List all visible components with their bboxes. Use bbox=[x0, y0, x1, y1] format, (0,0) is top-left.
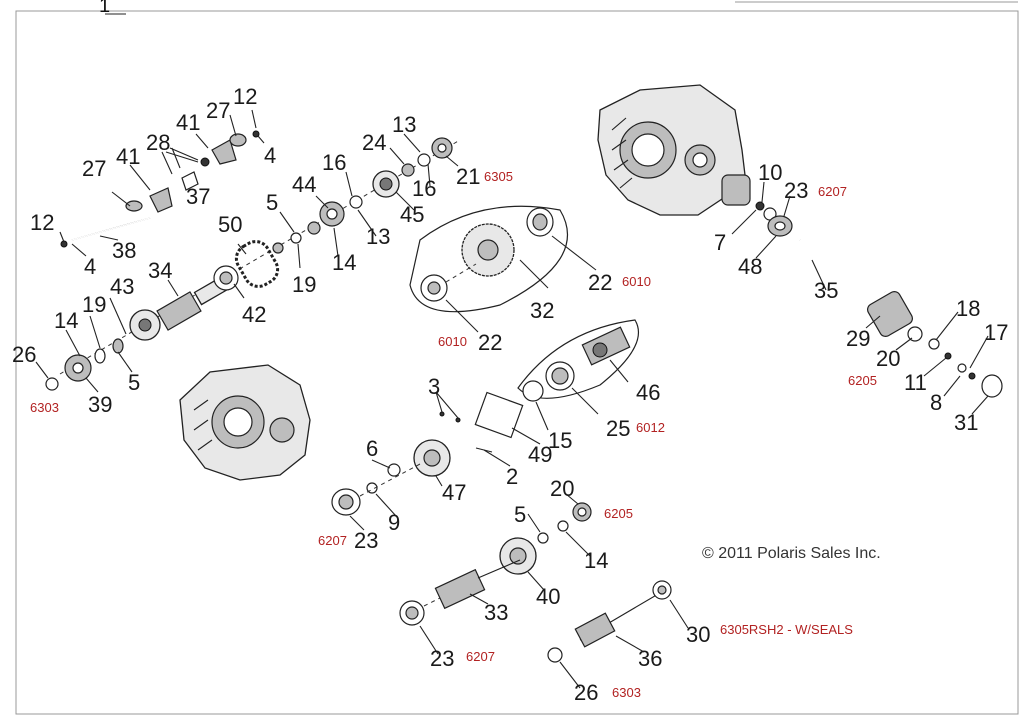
part-label: 14 bbox=[332, 250, 356, 275]
copyright-notice: © 2011 Polaris Sales Inc. bbox=[702, 545, 881, 562]
part-label: 5 bbox=[514, 502, 526, 527]
part-label: 43 bbox=[110, 274, 134, 299]
part-label: 13 bbox=[366, 224, 390, 249]
part-label: 17 bbox=[984, 320, 1008, 345]
transmission-housing-right bbox=[597, 84, 751, 216]
bearing-label: 6010 bbox=[622, 274, 651, 289]
part-label: 3 bbox=[428, 374, 440, 399]
part-label: 23 bbox=[354, 528, 378, 553]
part-label: 7 bbox=[714, 230, 726, 255]
bearing-label: 6205 bbox=[848, 373, 877, 388]
part-label: 45 bbox=[400, 202, 424, 227]
callout-label: 1 bbox=[99, 0, 110, 17]
part-label: 22 bbox=[588, 270, 612, 295]
main-shaft-assembly bbox=[45, 137, 461, 391]
part-label: 44 bbox=[292, 172, 316, 197]
part-label: 18 bbox=[956, 296, 980, 321]
part-label: 40 bbox=[536, 584, 560, 609]
bearing-label: 6303 bbox=[612, 685, 641, 700]
part-label: 20 bbox=[550, 476, 574, 501]
part-label: 2 bbox=[506, 464, 518, 489]
part-label: 39 bbox=[88, 392, 112, 417]
part-label: 28 bbox=[146, 130, 170, 155]
leader-lines bbox=[35, 109, 989, 689]
shift-rail-assembly bbox=[60, 130, 260, 248]
part-label: 36 bbox=[638, 646, 662, 671]
part-label: 6 bbox=[366, 436, 378, 461]
part-label: 15 bbox=[548, 428, 572, 453]
part-label: 26 bbox=[12, 342, 36, 367]
drive-shaft-assembly bbox=[755, 201, 1003, 398]
part-label: 31 bbox=[954, 410, 978, 435]
bearing-label: 6303 bbox=[30, 400, 59, 415]
part-label: 16 bbox=[322, 150, 346, 175]
output-shaft-assembly bbox=[547, 580, 672, 663]
part-label: 19 bbox=[292, 272, 316, 297]
lower-gear-cluster bbox=[331, 391, 592, 626]
part-label: 8 bbox=[930, 390, 942, 415]
part-label: 25 bbox=[606, 416, 630, 441]
part-label: 30 bbox=[686, 622, 710, 647]
part-label: 13 bbox=[392, 112, 416, 137]
part-label: 27 bbox=[206, 98, 230, 123]
bearing-label: 6205 bbox=[604, 506, 633, 521]
part-label: 38 bbox=[112, 238, 136, 263]
part-label: 34 bbox=[148, 258, 172, 283]
gear-group-46 bbox=[517, 319, 639, 402]
part-label: 12 bbox=[30, 210, 54, 235]
part-label: 14 bbox=[54, 308, 78, 333]
part-label: 47 bbox=[442, 480, 466, 505]
part-label: 24 bbox=[362, 130, 386, 155]
part-label: 37 bbox=[186, 184, 210, 209]
part-label: 29 bbox=[846, 326, 870, 351]
part-label: 11 bbox=[904, 370, 927, 395]
part-label: 23 bbox=[784, 178, 808, 203]
part-label: 4 bbox=[264, 143, 276, 168]
part-label: 48 bbox=[738, 254, 762, 279]
part-label: 10 bbox=[758, 160, 782, 185]
bearing-label: 6207 bbox=[818, 184, 847, 199]
bearing-label: 6305 bbox=[484, 169, 513, 184]
part-label: 35 bbox=[814, 278, 838, 303]
bearing-label: 6010 bbox=[438, 334, 467, 349]
transmission-housing-left bbox=[179, 364, 311, 481]
part-label: 32 bbox=[530, 298, 554, 323]
part-label: 12 bbox=[233, 84, 257, 109]
part-label: 22 bbox=[478, 330, 502, 355]
part-label: 16 bbox=[412, 176, 436, 201]
part-label: 46 bbox=[636, 380, 660, 405]
part-number-labels: 27 41 28 37 41 27 12 4 12 4 38 34 50 42 … bbox=[12, 84, 1008, 705]
part-label: 50 bbox=[218, 212, 242, 237]
part-label: 19 bbox=[82, 292, 106, 317]
bearing-label: 6012 bbox=[636, 420, 665, 435]
part-label: 5 bbox=[266, 190, 278, 215]
bearing-label: 6207 bbox=[466, 649, 495, 664]
gear-group-32 bbox=[409, 205, 569, 313]
bearing-label: 6305RSH2 - W/SEALS bbox=[720, 622, 853, 637]
bearing-size-labels: 6305 6207 6010 6010 6205 6303 6012 6205 … bbox=[30, 169, 877, 700]
bearing-label: 6207 bbox=[318, 533, 347, 548]
part-label: 27 bbox=[82, 156, 106, 181]
part-label: 20 bbox=[876, 346, 900, 371]
part-label: 21 bbox=[456, 164, 480, 189]
part-label: 14 bbox=[584, 548, 608, 573]
part-label: 23 bbox=[430, 646, 454, 671]
part-label: 42 bbox=[242, 302, 266, 327]
part-label: 4 bbox=[84, 254, 96, 279]
part-label: 41 bbox=[116, 144, 140, 169]
part-label: 41 bbox=[176, 110, 200, 135]
part-label: 33 bbox=[484, 600, 508, 625]
part-label: 5 bbox=[128, 370, 140, 395]
diagram-border bbox=[15, 10, 1019, 715]
part-label: 49 bbox=[528, 442, 552, 467]
part-label: 9 bbox=[388, 510, 400, 535]
part-label: 26 bbox=[574, 680, 598, 705]
